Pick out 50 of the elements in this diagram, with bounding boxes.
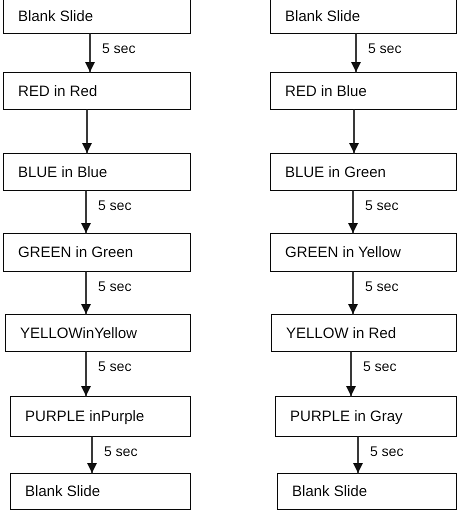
edge-label: 5 sec — [103, 443, 138, 459]
arrow — [351, 34, 361, 72]
arrow — [348, 191, 358, 233]
process-box — [270, 72, 457, 110]
edge-label: 5 sec — [364, 197, 400, 213]
arrow — [82, 110, 92, 153]
arrow — [85, 34, 95, 72]
box-text: Blank Slide — [25, 483, 100, 500]
box-text: BLUE in Green — [285, 164, 386, 180]
box-text: YELLOWinYellow — [20, 324, 138, 342]
process-box — [277, 473, 457, 510]
process-box — [3, 72, 191, 110]
arrow — [81, 191, 91, 233]
box-text: RED in Red — [18, 82, 98, 100]
box-text: PURPLE in Gray — [290, 408, 403, 425]
box-text: PURPLE inPurple — [25, 408, 144, 425]
process-box — [3, 153, 191, 191]
edge-label: 5 sec — [97, 358, 132, 374]
box-text: Blank Slide — [285, 8, 360, 24]
edge-label: 5 sec — [362, 358, 398, 374]
box-text: YELLOW in Red — [286, 324, 396, 342]
edge-label: 5 sec — [97, 197, 132, 213]
arrow — [81, 352, 91, 396]
box-text: GREEN in Yellow — [285, 244, 401, 261]
edge-label: 5 sec — [97, 278, 132, 294]
box-text: Blank Slide — [292, 483, 368, 500]
box-text: GREEN in Green — [18, 244, 134, 261]
edge-label: 5 sec — [364, 278, 400, 294]
arrow — [349, 110, 359, 153]
process-box — [275, 396, 457, 437]
arrow — [353, 437, 363, 473]
process-box — [10, 396, 191, 437]
arrow — [81, 272, 91, 314]
arrow — [87, 437, 97, 473]
process-box — [270, 153, 457, 191]
edge-label: 5 sec — [367, 40, 402, 56]
arrow — [346, 352, 356, 396]
process-box — [5, 314, 191, 352]
edge-label: 5 sec — [101, 40, 136, 56]
process-box — [3, 233, 191, 272]
box-text: RED in Blue — [285, 82, 367, 100]
process-box — [270, 0, 457, 34]
arrow — [348, 272, 358, 314]
process-box — [271, 314, 457, 352]
box-text: BLUE in Blue — [18, 164, 108, 180]
edge-label: 5 sec — [369, 443, 404, 459]
process-box — [10, 473, 191, 510]
process-box — [270, 233, 457, 272]
process-box — [3, 0, 191, 34]
box-text: Blank Slide — [18, 8, 94, 24]
